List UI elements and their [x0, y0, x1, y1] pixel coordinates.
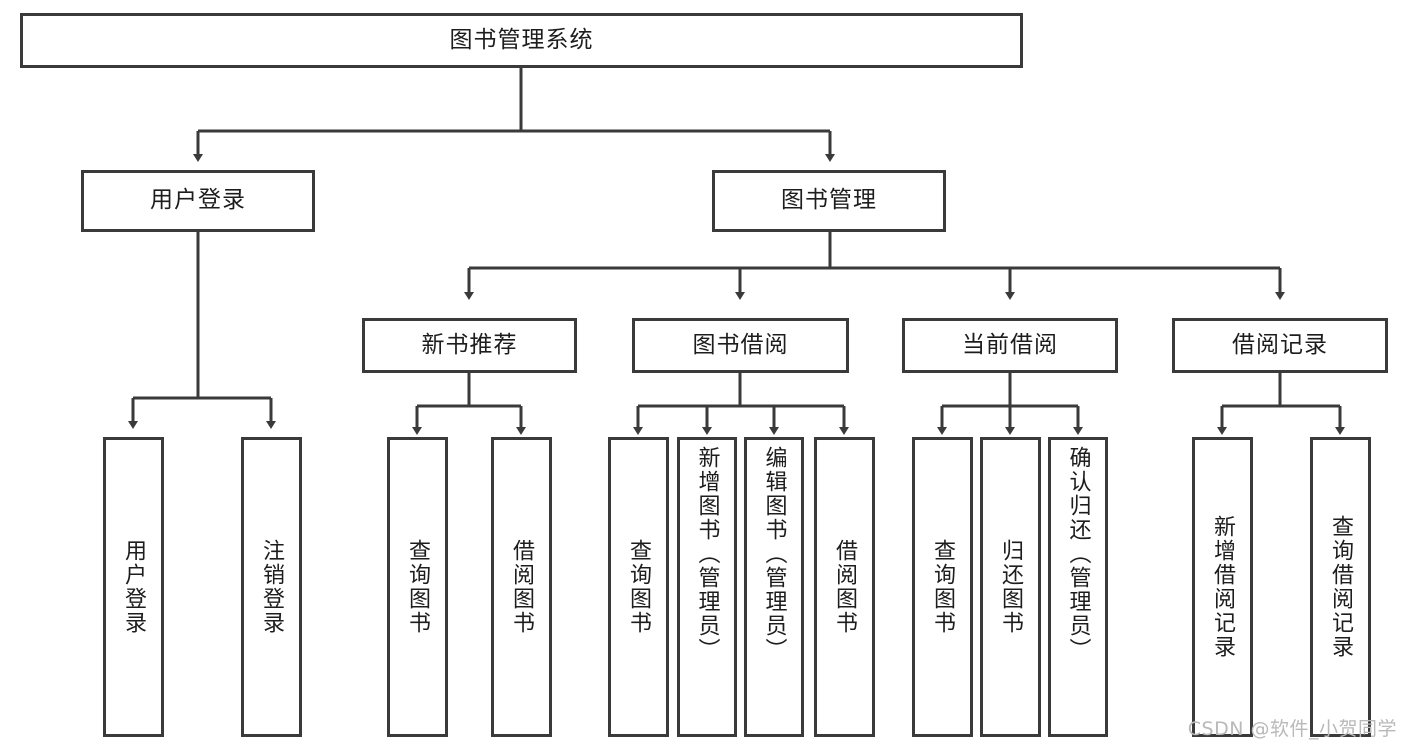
leaf-new-book-borrow-book[interactable]: 借阅图书 — [491, 437, 552, 737]
watermark: CSDN @软件_小贺同学 — [1187, 718, 1397, 740]
node-label: 当前借阅 — [962, 331, 1058, 358]
node-label: 查询图书 — [405, 539, 431, 635]
node-current-borrow[interactable]: 当前借阅 — [902, 318, 1118, 373]
node-label: 归还图书 — [998, 539, 1024, 635]
leaf-borrow-edit-book-admin[interactable]: 编辑图书（管理员） — [744, 437, 804, 737]
leaf-user-login-login[interactable]: 用户登录 — [103, 437, 164, 737]
leaf-borrow-borrow-book[interactable]: 借阅图书 — [814, 437, 875, 737]
node-label: 查询借阅记录 — [1328, 515, 1354, 659]
node-root-book-management-system[interactable]: 图书管理系统 — [20, 13, 1023, 68]
leaf-current-query-book[interactable]: 查询图书 — [912, 437, 973, 737]
leaf-record-query-record[interactable]: 查询借阅记录 — [1310, 437, 1371, 737]
node-label: 确认归还（管理员） — [1065, 446, 1091, 662]
leaf-borrow-query-book[interactable]: 查询图书 — [608, 437, 669, 737]
node-label: 编辑图书（管理员） — [761, 446, 787, 662]
node-label: 图书管理系统 — [449, 26, 594, 53]
node-label: 新增借阅记录 — [1210, 515, 1236, 659]
node-label: 借阅图书 — [509, 539, 535, 635]
node-label: 图书借阅 — [692, 331, 789, 358]
node-label: 新书推荐 — [421, 331, 518, 358]
node-label: 新增图书（管理员） — [694, 446, 720, 662]
node-new-book-recommend[interactable]: 新书推荐 — [362, 318, 577, 373]
node-label: 查询图书 — [930, 539, 956, 635]
node-label: 注销登录 — [259, 539, 285, 635]
leaf-new-book-query-book[interactable]: 查询图书 — [387, 437, 448, 737]
node-label: 借阅图书 — [832, 539, 858, 635]
node-label: 借阅记录 — [1232, 331, 1328, 358]
leaf-borrow-add-book-admin[interactable]: 新增图书（管理员） — [677, 437, 737, 737]
node-label: 查询图书 — [626, 539, 652, 635]
node-label: 用户登录 — [150, 187, 246, 214]
leaf-record-add-record[interactable]: 新增借阅记录 — [1192, 437, 1253, 737]
node-label: 图书管理 — [781, 187, 877, 214]
node-label: 用户登录 — [121, 539, 147, 635]
leaf-user-login-logout[interactable]: 注销登录 — [241, 437, 302, 737]
node-user-login[interactable]: 用户登录 — [81, 170, 315, 232]
node-book-management[interactable]: 图书管理 — [712, 170, 946, 232]
node-borrow-record[interactable]: 借阅记录 — [1172, 318, 1388, 373]
leaf-current-return-book[interactable]: 归还图书 — [980, 437, 1041, 737]
leaf-current-confirm-return-admin[interactable]: 确认归还（管理员） — [1048, 437, 1108, 737]
node-book-borrow[interactable]: 图书借阅 — [632, 318, 849, 373]
